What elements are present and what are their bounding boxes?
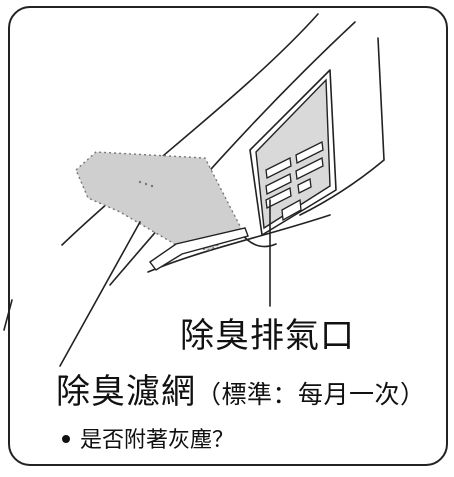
dust-check-text: 是否附著灰塵？ (80, 428, 235, 453)
dust-check-row: 是否附著灰塵？ (62, 422, 234, 454)
vent-panel-outline (249, 69, 337, 236)
deodorizing-filter-tray (75, 151, 243, 251)
filter-tray-handle (149, 227, 249, 271)
filter-tray-dots (138, 180, 154, 188)
bullet-icon (62, 435, 70, 443)
filter-label: 除臭濾網 (56, 372, 196, 412)
body-lower-edge (147, 214, 331, 273)
body-edge-curve-inner (109, 21, 356, 286)
vent-recess (255, 78, 331, 230)
filter-label-row: 除臭濾網（標準：每月一次） (56, 364, 426, 413)
body-bottom-right-edge (299, 159, 385, 216)
vent-label: 除臭排氣口 (180, 316, 355, 356)
vent-slots (265, 141, 324, 222)
filter-callout-line (59, 221, 141, 367)
left-frame-tick (3, 299, 13, 331)
body-edge-curve-outer (61, 13, 319, 246)
filter-standard-note: （標準：每月一次） (196, 380, 426, 409)
body-right-edge (377, 37, 385, 161)
